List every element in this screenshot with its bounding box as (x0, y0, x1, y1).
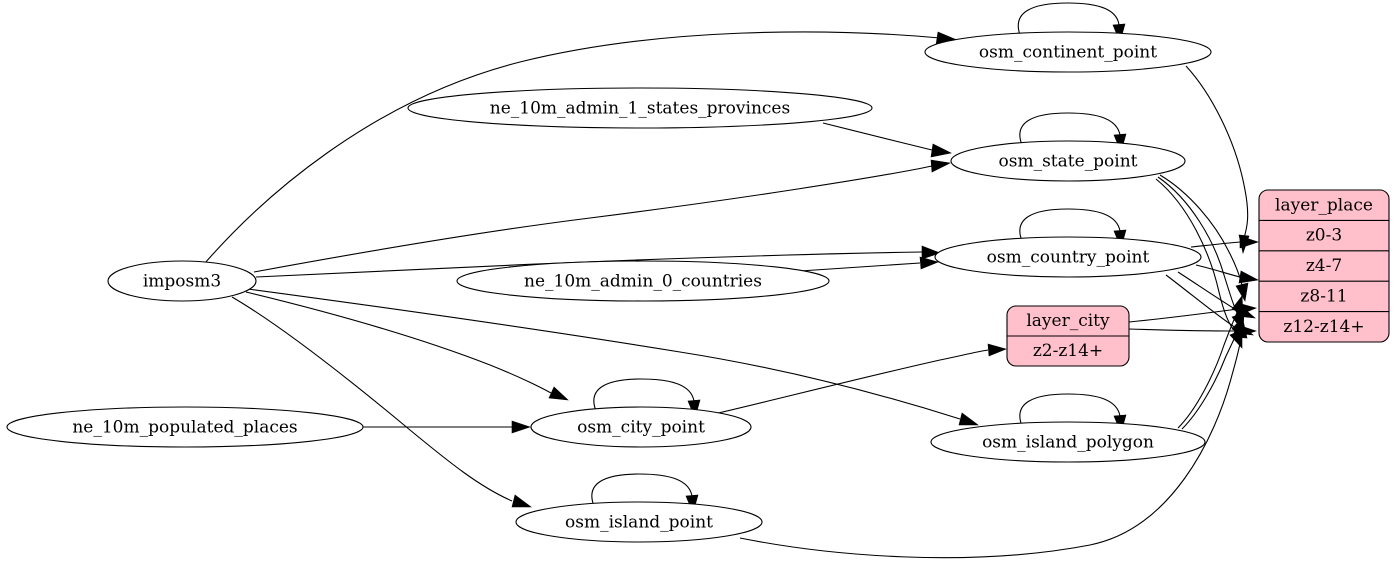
node-ne-10m-populated-places[interactable]: ne_10m_populated_places (6, 406, 364, 448)
record-node-layer-city[interactable]: layer_city z2-z14+ (1006, 305, 1130, 367)
edge-ne-countries-to-osm-country-point (799, 256, 939, 272)
edge-imposm3-to-osm-island-polygon (247, 288, 979, 426)
edge-imposm3-to-osm-state-point (253, 159, 951, 273)
edge-imposm3-to-osm-city-point (245, 291, 569, 401)
edge-osm-country-point-to-layer-place-z4-7 (1195, 264, 1259, 284)
node-osm-state-point[interactable]: osm_state_point (950, 140, 1186, 182)
node-osm-island-polygon[interactable]: osm_island_polygon (930, 421, 1206, 463)
node-osm-city-point[interactable]: osm_city_point (530, 406, 752, 448)
edge-ne-states-to-osm-state-point (822, 122, 952, 158)
edge-osm-continent-point-to-layer-place-z0-3 (1185, 65, 1250, 255)
edge-osm-island-point-to-layer-place-z12-z14 (739, 319, 1248, 559)
edge-ne-populated-to-osm-city-point (363, 420, 531, 434)
edge-osm-country-point-to-layer-place-z0-3 (1190, 235, 1259, 249)
node-osm-continent-point[interactable]: osm_continent_point (924, 31, 1212, 73)
record-node-layer-place[interactable]: layer_place z0-3 z4-7 z8-11 z12-z14+ (1258, 189, 1390, 343)
node-ne-10m-admin-1-states-provinces[interactable]: ne_10m_admin_1_states_provinces (407, 87, 873, 129)
edge-imposm3-to-osm-island-point (231, 296, 532, 508)
node-imposm3[interactable]: imposm3 (107, 260, 257, 302)
node-osm-country-point[interactable]: osm_country_point (934, 236, 1202, 278)
edge-osm-state-point-to-layer-place-z4-7 (1159, 174, 1249, 302)
node-ne-10m-admin-0-countries[interactable]: ne_10m_admin_0_countries (456, 260, 830, 302)
edge-imposm3-to-osm-continent-point (204, 31, 958, 264)
node-osm-island-point[interactable]: osm_island_point (515, 501, 763, 543)
edge-osm-island-polygon-to-layer-place-z8-11 (1177, 295, 1244, 429)
edge-osm-city-point-to-layer-city (713, 343, 1007, 415)
